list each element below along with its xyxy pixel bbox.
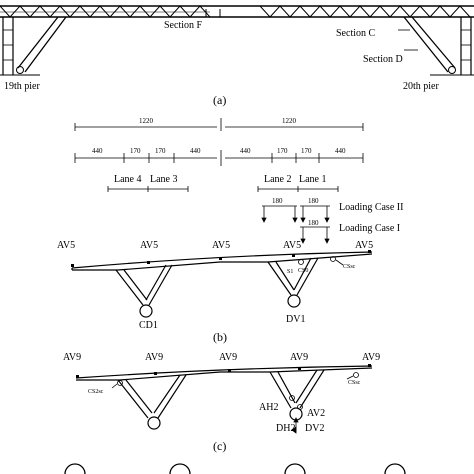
lane-2-label: Lane 2 bbox=[264, 174, 292, 185]
left-pier bbox=[0, 16, 67, 76]
lane-1-label: Lane 1 bbox=[299, 174, 327, 185]
dv2-label: DV2 bbox=[305, 423, 324, 434]
av5-label-5: AV5 bbox=[355, 240, 373, 251]
av5-label-1: AV5 bbox=[57, 240, 75, 251]
dim-lane-1: 440 bbox=[92, 147, 103, 155]
lc2-dim-1: 180 bbox=[272, 197, 283, 205]
dimension-top bbox=[74, 118, 364, 131]
caption-a: (a) bbox=[213, 93, 226, 107]
loading-case-2-label: Loading Case II bbox=[339, 202, 403, 213]
deck-b bbox=[71, 251, 373, 271]
panel-c: AV9 AV9 AV9 AV9 AV9 CS2sc CSsc AH2 AV2 D… bbox=[63, 352, 380, 453]
deck-c bbox=[75, 365, 373, 381]
pier-frame-left-b bbox=[115, 264, 173, 318]
cross-sections-row bbox=[64, 463, 406, 474]
s1-label: S1 bbox=[287, 269, 293, 275]
dim-lane-5: 440 bbox=[240, 147, 251, 155]
dim-lane-8: 440 bbox=[335, 147, 346, 155]
panel-a: Section F Section C Section D 19th pier … bbox=[0, 5, 474, 107]
lane-lines bbox=[107, 186, 339, 192]
section-f-label: Section F bbox=[164, 20, 202, 31]
cs0-label: CS0 bbox=[298, 268, 308, 274]
cssc-label-b: CSsc bbox=[343, 264, 356, 270]
dv1-label: DV1 bbox=[286, 314, 305, 325]
av2-label: AV2 bbox=[307, 408, 325, 419]
av9-label-1: AV9 bbox=[63, 352, 81, 363]
pier-20-label: 20th pier bbox=[403, 81, 439, 92]
cs-markers-c bbox=[111, 372, 359, 410]
cs2sc-label: CS2sc bbox=[88, 389, 104, 395]
av9-label-4: AV9 bbox=[290, 352, 308, 363]
caption-c: (c) bbox=[213, 439, 226, 453]
dh2-label: DH2 bbox=[276, 423, 295, 434]
dim-lane-6: 170 bbox=[277, 147, 288, 155]
loading-case-2-arrows bbox=[261, 205, 330, 223]
lc2-dim-2: 180 bbox=[308, 197, 319, 205]
section-d-label: Section D bbox=[363, 54, 403, 65]
av-markers-b bbox=[71, 250, 371, 267]
cssc-label-c: CSsc bbox=[348, 380, 361, 386]
pier-frame-left-c bbox=[117, 374, 187, 430]
dim-lane-3: 170 bbox=[155, 147, 166, 155]
av5-label-4: AV5 bbox=[283, 240, 301, 251]
caption-b: (b) bbox=[213, 330, 227, 344]
av5-label-3: AV5 bbox=[212, 240, 230, 251]
lane-4-label: Lane 4 bbox=[114, 174, 142, 185]
panel-b: 1220 1220 440 170 170 440 440 170 170 44… bbox=[57, 117, 403, 344]
section-f-marker bbox=[205, 9, 221, 18]
loading-case-1-label: Loading Case I bbox=[339, 223, 400, 234]
ah2-label: AH2 bbox=[259, 402, 278, 413]
support-arrows-c bbox=[291, 417, 299, 434]
lc1-dim: 180 bbox=[308, 219, 319, 227]
section-c-label: Section C bbox=[336, 28, 375, 39]
pier-frame-right-c bbox=[269, 369, 325, 421]
av5-label-2: AV5 bbox=[140, 240, 158, 251]
right-pier bbox=[398, 16, 474, 76]
dim-1220-right: 1220 bbox=[282, 117, 297, 125]
lane-3-label: Lane 3 bbox=[150, 174, 178, 185]
dim-lane-7: 170 bbox=[301, 147, 312, 155]
cs-markers-b bbox=[298, 256, 344, 266]
truss-girder bbox=[0, 5, 474, 18]
pier-19-label: 19th pier bbox=[4, 81, 40, 92]
dim-1220-left: 1220 bbox=[139, 117, 154, 125]
cd1-label: CD1 bbox=[139, 320, 158, 331]
av9-label-3: AV9 bbox=[219, 352, 237, 363]
av9-label-2: AV9 bbox=[145, 352, 163, 363]
dim-lane-4: 440 bbox=[190, 147, 201, 155]
loading-case-1-arrows bbox=[300, 226, 330, 244]
av-markers-c bbox=[76, 364, 371, 378]
dimension-lanes bbox=[74, 150, 364, 166]
pier-frame-right-b bbox=[267, 257, 319, 308]
dim-lane-2: 170 bbox=[130, 147, 141, 155]
av9-label-5: AV9 bbox=[362, 352, 380, 363]
